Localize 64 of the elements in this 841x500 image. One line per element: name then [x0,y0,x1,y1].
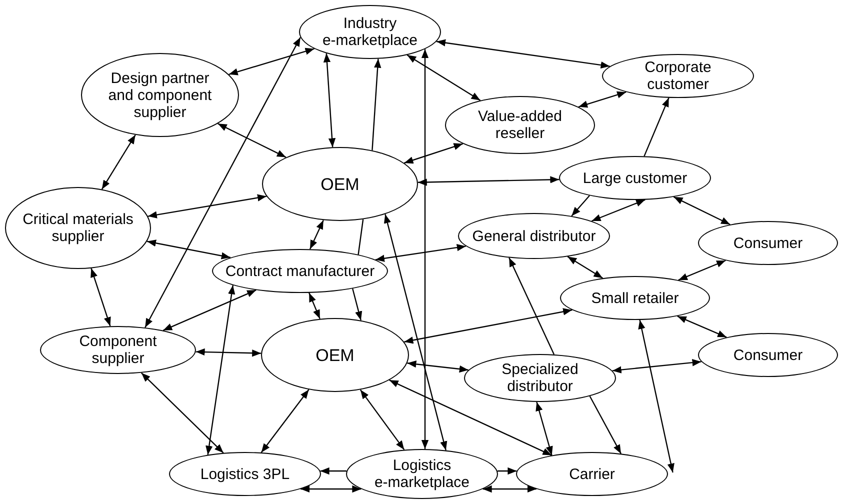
connector-arrow [536,402,553,456]
node-label: OEM [320,176,360,192]
connector-arrow [360,389,405,450]
connector-arrow [144,37,301,328]
connector-arrow [148,194,267,218]
node-label: Large customer [582,170,688,186]
node-label: Small retailer [591,290,679,306]
connector-arrow [206,285,236,455]
connector-arrow [352,288,362,320]
connector-arrow [418,176,560,186]
connector-arrow [228,48,314,76]
node-label: Logistics 3PL [200,466,290,482]
connector-arrow [567,256,604,279]
connector-arrow [644,98,670,156]
connector-arrow [612,359,702,374]
connector-arrow [406,54,481,101]
connector-arrow [218,123,286,158]
connector-arrow [589,396,622,454]
connector-arrow [482,485,536,493]
connector-arrow [101,134,136,190]
connector-arrow [260,389,310,453]
connector-arrow [678,260,726,281]
connector-arrow [375,244,466,262]
connector-arrow [508,257,555,355]
connector-arrow [421,49,429,449]
connector-arrow [498,467,517,475]
connector-arrow [309,220,324,250]
connector-arrow [673,196,730,226]
connector-arrow [571,195,590,216]
connector-arrow [320,467,346,475]
connector-arrow [384,214,448,450]
node-label: Consumer [733,234,803,252]
connector-arrow [140,372,224,454]
connector-arrow [372,58,382,150]
node-label: Value-added reseller [477,108,563,142]
connector-arrow [196,348,262,357]
node-label: Design partner and component supplier [107,70,213,120]
connector-arrow [300,485,362,493]
connector-arrow [578,91,626,108]
node-label: Industry e-marketplace [321,15,419,49]
ellipse-node [516,452,668,496]
connector-arrow [638,320,674,473]
connector-arrow [146,240,231,260]
node-label: General distributor [472,228,596,244]
node-label: Logistics e-marketplace [373,457,471,491]
node-label: Specialized distributor [500,361,580,395]
connector-arrow [162,290,256,331]
node-label: Critical materials supplier [22,211,134,245]
node-label: Component supplier [78,333,158,367]
connector-arrow [389,380,552,456]
connector-arrow [90,268,111,326]
connector-arrow [677,316,727,338]
connector-arrow [323,53,336,148]
connector-arrow [436,39,610,69]
node-label: Contract manufacturer [225,262,375,280]
connector-arrow [404,308,572,344]
node-label: Consumer [733,346,803,364]
connector-arrow [308,292,320,320]
connector-arrow [591,199,646,222]
connector-arrow [404,143,463,164]
node-label: Corporate customer [644,59,712,93]
node-label: OEM [316,346,354,364]
node-label: Carrier [569,466,615,482]
connector-arrow [407,360,468,373]
